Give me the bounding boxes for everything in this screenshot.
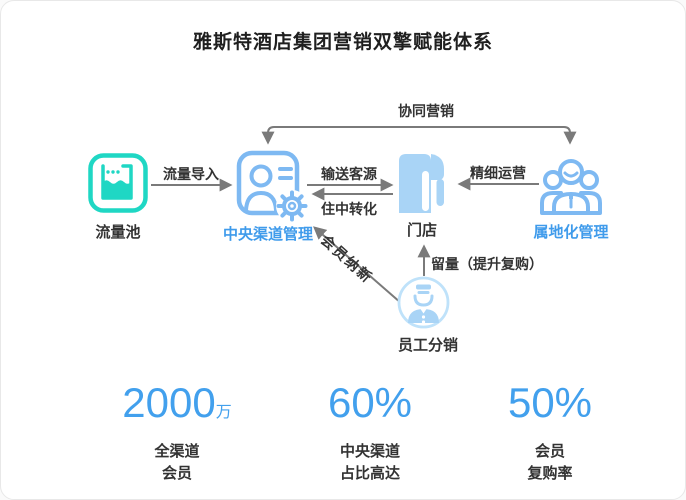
- stat-caption-line2: 复购率: [527, 465, 573, 482]
- stat-number: 2000: [122, 379, 216, 426]
- stat-caption-line2: 占比高达: [339, 465, 400, 482]
- stat-number: 50%: [507, 379, 593, 426]
- id-card-gear-icon: [236, 150, 308, 222]
- stat-value: 60%: [328, 381, 412, 435]
- edge-label-instay-conversion: 住中转化: [321, 201, 377, 217]
- stat-caption-line1: 全渠道: [154, 443, 200, 460]
- stat-caption: 全渠道 会员: [122, 441, 231, 485]
- pool-icon: [88, 153, 148, 213]
- page-title: 雅斯特酒店集团营销双擎赋能体系: [192, 32, 493, 53]
- store-door-icon: [399, 154, 444, 213]
- stat-number: 60%: [327, 379, 413, 426]
- stat-value: 50%: [508, 381, 592, 435]
- stat-omnichannel-members: 2000万 全渠道 会员: [122, 381, 231, 485]
- stat-central-channel-share: 60% 中央渠道 占比高达: [328, 381, 412, 485]
- edge-label-synergy: 协同营销: [398, 103, 454, 119]
- edge-label-send-customers: 输送客源: [321, 166, 377, 182]
- edge-label-member-recruit: 会员纳新: [317, 231, 377, 287]
- stat-member-repurchase-rate: 50% 会员 复购率: [508, 381, 592, 485]
- stat-caption-line1: 中央渠道: [339, 443, 400, 460]
- edge-label-fine-operation: 精细运营: [470, 165, 526, 181]
- store-label: 门店: [406, 222, 438, 239]
- stat-caption: 中央渠道 占比高达: [328, 441, 412, 485]
- pool-label: 流量池: [95, 224, 141, 241]
- stat-unit: 万: [215, 404, 232, 421]
- central-channel-label: 中央渠道管理: [222, 226, 314, 243]
- staff-person-icon: [397, 276, 450, 329]
- edge-label-retention: 留量（提升复购）: [431, 256, 543, 272]
- stat-value: 2000万: [122, 381, 231, 435]
- stat-caption: 会员 复购率: [508, 441, 592, 485]
- stat-caption-line2: 会员: [161, 465, 193, 482]
- people-group-icon: [540, 159, 602, 215]
- stat-caption-line1: 会员: [534, 443, 565, 460]
- local-management-label: 属地化管理: [533, 224, 609, 241]
- arrow-synergy: [261, 126, 577, 145]
- staff-distribution-label: 员工分销: [397, 337, 459, 354]
- edge-label-traffic-import: 流量导入: [163, 166, 219, 182]
